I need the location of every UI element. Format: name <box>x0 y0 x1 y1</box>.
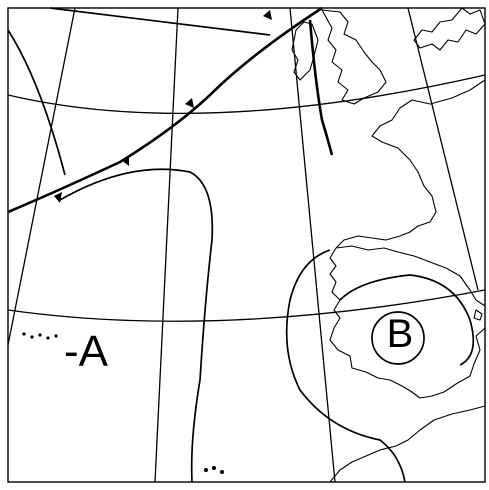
meridian-3 <box>289 7 336 483</box>
parallel-south <box>7 289 486 322</box>
isobars <box>7 7 475 483</box>
parallel-north <box>7 74 486 115</box>
front-pip <box>263 10 272 20</box>
coast-scandinavia <box>413 7 486 51</box>
coast-great-britain <box>321 9 387 105</box>
isobar-west-bulge <box>59 168 214 483</box>
canary-islands <box>204 466 224 474</box>
isobar-north-west <box>7 29 66 176</box>
front-pip <box>54 192 62 203</box>
low-pressure-label: B <box>386 312 414 356</box>
coast-islands <box>473 309 483 321</box>
map-frame <box>7 7 486 483</box>
cold-front <box>7 6 334 214</box>
coast-north-africa <box>329 405 486 483</box>
coast-iberia-north <box>335 245 486 307</box>
graticule <box>7 7 486 483</box>
meridian-1 <box>7 7 76 346</box>
front-pip <box>185 98 194 108</box>
meridian-4 <box>407 7 479 291</box>
isobar-low-ring <box>285 249 406 483</box>
anticyclone-label: -A <box>64 327 108 376</box>
meridian-2 <box>154 7 179 483</box>
coast-iberia <box>329 247 486 399</box>
trough-line <box>308 19 334 156</box>
coast-ireland <box>291 21 319 81</box>
coast-france <box>335 79 486 249</box>
front-pip <box>121 155 129 166</box>
isobar-north-arc <box>49 7 271 36</box>
cold-front-line <box>7 6 323 214</box>
isobar-low-inner <box>339 274 475 366</box>
azores-islands <box>22 332 58 340</box>
low-center-circle <box>371 311 425 365</box>
coastlines <box>22 7 486 483</box>
